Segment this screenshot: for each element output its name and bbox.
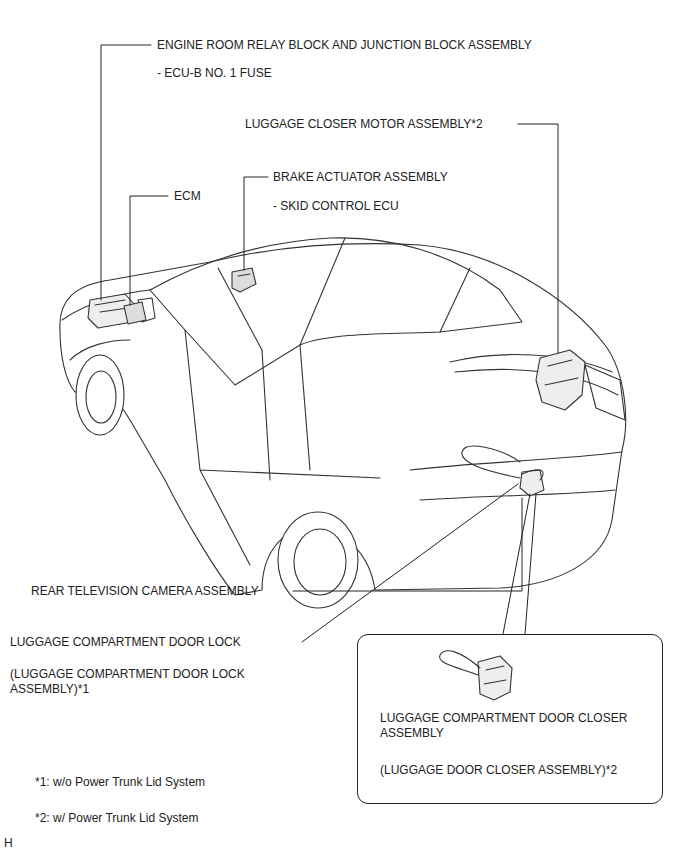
- ecm: [124, 302, 146, 324]
- leader-line: [293, 498, 522, 591]
- closer-motor: [536, 350, 585, 410]
- front-hub: [86, 371, 116, 423]
- leader-line: [503, 494, 530, 634]
- part-subname: - SKID CONTROL ECU: [273, 199, 573, 214]
- leader-line: [244, 177, 268, 270]
- hood-lines: [62, 290, 150, 360]
- camera-cable: [462, 446, 543, 480]
- rear-hub: [294, 529, 346, 595]
- closer-cable: [440, 651, 480, 675]
- tail-light: [585, 365, 625, 420]
- part-name: LUGGAGE CLOSER MOTOR ASSEMBLY*2: [245, 117, 525, 132]
- part-name: LUGGAGE COMPARTMENT DOOR LOCK: [10, 635, 300, 650]
- rear-wheel: [278, 512, 358, 608]
- part-name: BRAKE ACTUATOR ASSEMBLY: [273, 170, 573, 185]
- brake-actuator: [232, 268, 256, 292]
- leader-line: [302, 484, 518, 642]
- closer-assembly-picture: [478, 656, 512, 700]
- callout-box: LUGGAGE COMPARTMENT DOOR CLOSER ASSEMBLY…: [357, 634, 663, 804]
- part-name: (LUGGAGE COMPARTMENT DOOR LOCK ASSEMBLY)…: [10, 667, 302, 697]
- page-mark: H: [4, 836, 34, 851]
- leader-line: [518, 124, 558, 353]
- leader-line: [525, 494, 536, 634]
- part-name: LUGGAGE COMPARTMENT DOOR CLOSER ASSEMBLY: [380, 711, 630, 741]
- part-name: ENGINE ROOM RELAY BLOCK AND JUNCTION BLO…: [157, 38, 677, 53]
- note: *2: w/ Power Trunk Lid System: [35, 811, 335, 826]
- part-subname: - ECU-B NO. 1 FUSE: [157, 66, 457, 81]
- part-name: REAR TELEVISION CAMERA ASSEMBLY: [31, 584, 293, 599]
- door-lines: [185, 330, 380, 565]
- trunk-lines: [410, 355, 622, 500]
- part-name: ECM: [174, 189, 234, 204]
- car-windows: [150, 238, 522, 385]
- front-wheel: [76, 355, 124, 435]
- leader-line: [101, 45, 151, 300]
- car-pillars: [218, 238, 470, 350]
- note: *1: w/o Power Trunk Lid System: [35, 775, 335, 790]
- part-subname: (LUGGAGE DOOR CLOSER ASSEMBLY)*2: [380, 763, 642, 778]
- leader-line: [130, 196, 168, 305]
